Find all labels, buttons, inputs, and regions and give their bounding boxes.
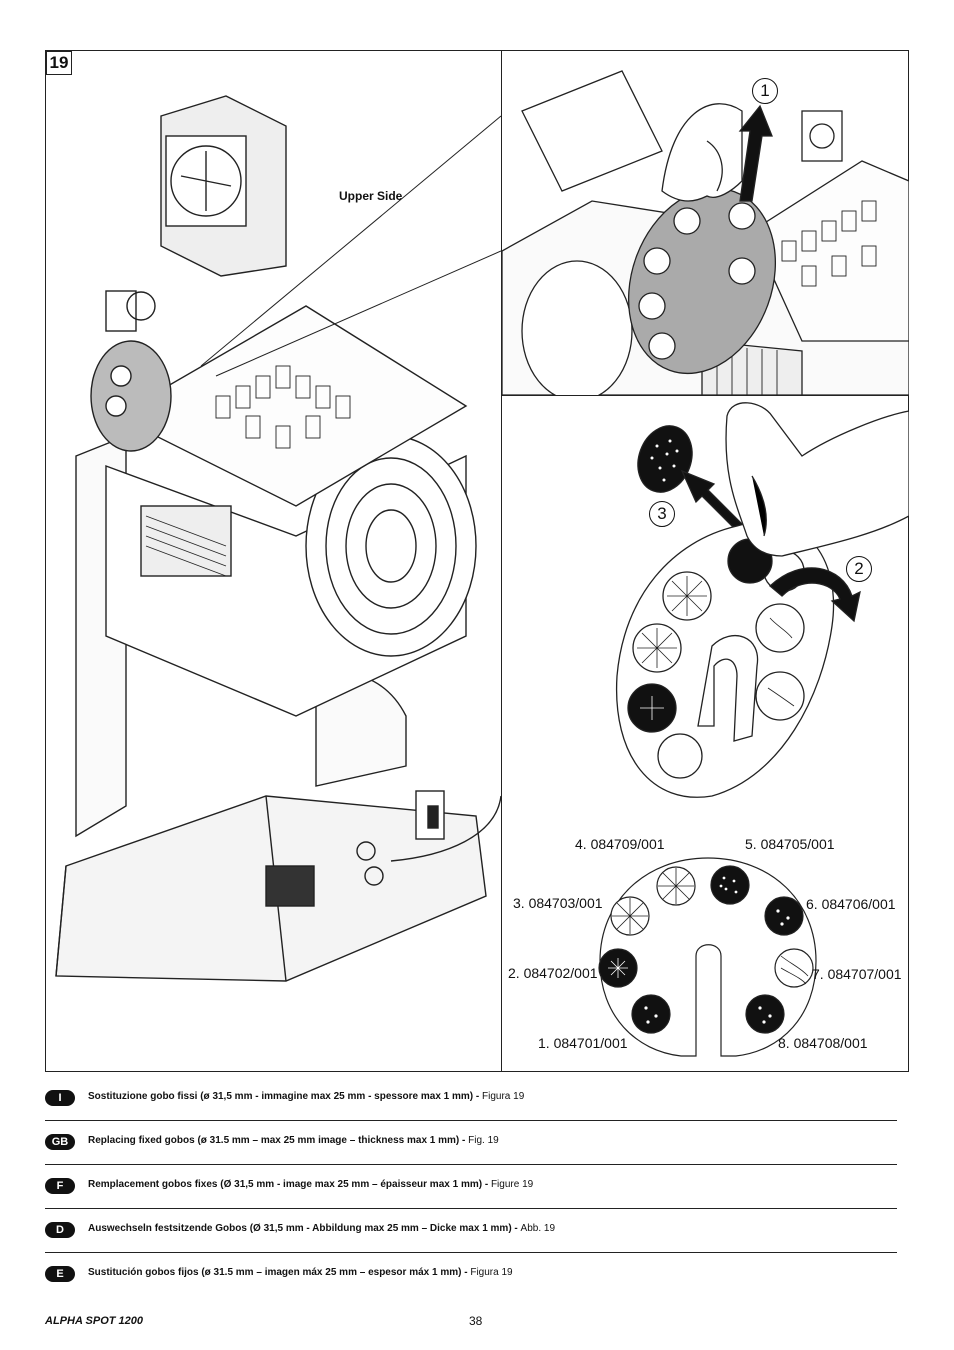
- step-1-marker: 1: [752, 78, 778, 104]
- gobo-label-7: 7. 084707/001: [812, 966, 902, 982]
- footer-product-name: ALPHA SPOT 1200: [45, 1315, 144, 1327]
- row-divider: [45, 1164, 897, 1165]
- figure-frame: [45, 50, 909, 1072]
- gobo-label-1: 1. 084701/001: [538, 1035, 628, 1051]
- row-divider: [45, 1252, 897, 1253]
- gobo-wheel-reference: [598, 857, 817, 1057]
- step-2-marker: 2: [846, 556, 872, 582]
- gobo-label-3: 3. 084703/001: [513, 895, 603, 911]
- instruction-text: Auswechseln festsitzende Gobos (Ø 31,5 m…: [88, 1223, 556, 1234]
- page-number: 38: [469, 1314, 483, 1328]
- language-badge: I: [45, 1090, 75, 1106]
- language-badge: F: [45, 1178, 75, 1194]
- gobo-label-5: 5. 084705/001: [745, 836, 835, 852]
- figure-number: 19: [46, 51, 72, 75]
- gobo-label-4: 4. 084709/001: [575, 836, 665, 852]
- gobo-label-8: 8. 084708/001: [778, 1035, 868, 1051]
- language-badge: D: [45, 1222, 75, 1238]
- gobo-wheel-removal-illustration: [502, 70, 909, 395]
- figure-divider-vertical: [501, 50, 502, 1072]
- row-divider: [45, 1208, 897, 1209]
- instruction-text: Sustitución gobos fijos (ø 31.5 mm – ima…: [88, 1267, 513, 1278]
- fixture-illustration: [55, 95, 501, 982]
- instruction-text: Replacing fixed gobos (ø 31.5 mm – max 2…: [88, 1135, 499, 1146]
- gobo-removal-illustration: [615, 402, 909, 798]
- language-badge: GB: [45, 1134, 75, 1150]
- instruction-text: Remplacement gobos fixes (Ø 31,5 mm - im…: [88, 1179, 534, 1190]
- language-row-gb: GB Replacing fixed gobos (ø 31.5 mm – ma…: [45, 1121, 897, 1165]
- figure-divider-horizontal: [501, 395, 909, 396]
- language-badge: E: [45, 1266, 75, 1282]
- language-row-de: D Auswechseln festsitzende Gobos (Ø 31,5…: [45, 1209, 897, 1253]
- step-3-marker: 3: [649, 501, 675, 527]
- language-row-es: E Sustitución gobos fijos (ø 31.5 mm – i…: [45, 1253, 897, 1297]
- gobo-label-6: 6. 084706/001: [806, 896, 896, 912]
- instruction-text: Sostituzione gobo fissi (ø 31,5 mm - imm…: [88, 1091, 525, 1102]
- language-row-it: I Sostituzione gobo fissi (ø 31,5 mm - i…: [45, 1077, 897, 1121]
- row-divider: [45, 1120, 897, 1121]
- language-row-fr: F Remplacement gobos fixes (Ø 31,5 mm - …: [45, 1165, 897, 1209]
- gobo-label-2: 2. 084702/001: [508, 965, 598, 981]
- upper-side-label: Upper Side: [339, 189, 403, 203]
